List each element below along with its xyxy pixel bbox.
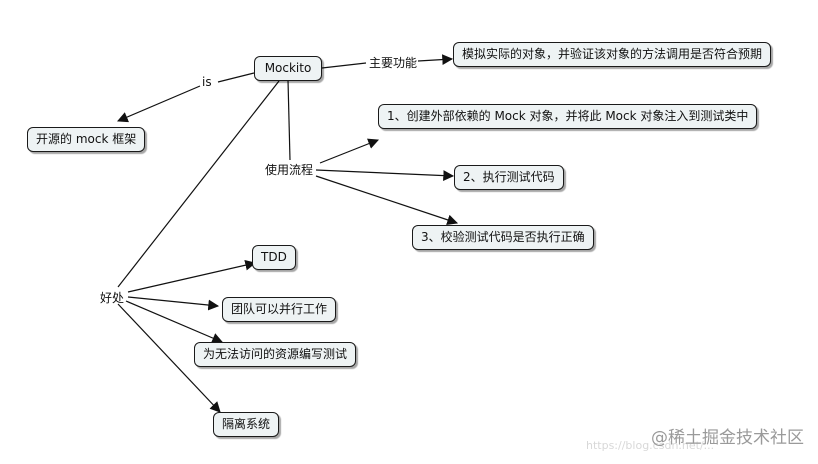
node-mockito[interactable]: Mockito <box>254 56 322 81</box>
node-step-1[interactable]: 1、创建外部依赖的 Mock 对象，并将此 Mock 对象注入到测试类中 <box>378 104 758 129</box>
node-step-2[interactable]: 2、执行测试代码 <box>454 165 564 190</box>
edge-step3 <box>315 175 459 226</box>
source-watermark: @稀土掘金技术社区 <box>651 428 804 448</box>
edge-step2 <box>315 169 455 181</box>
edge-benefits <box>117 80 280 288</box>
edge-inaccessible <box>125 300 223 344</box>
label-is: is <box>202 75 212 89</box>
node-tdd[interactable]: TDD <box>252 245 296 270</box>
edge-parallel <box>127 296 220 311</box>
label-main-function: 主要功能 <box>369 56 418 70</box>
node-step-3[interactable]: 3、校验测试代码是否执行正确 <box>412 225 594 250</box>
node-inaccessible-resources[interactable]: 为无法访问的资源编写测试 <box>194 342 357 367</box>
node-parallel-work[interactable]: 团队可以并行工作 <box>222 297 337 322</box>
edge-tdd <box>127 259 257 293</box>
node-isolation[interactable]: 隔离系统 <box>213 412 280 437</box>
label-benefits: 好处 <box>100 291 125 305</box>
edge-step1 <box>319 138 380 164</box>
edge-isolation <box>117 303 221 413</box>
node-open-source-mock-framework[interactable]: 开源的 mock 框架 <box>27 127 146 152</box>
url-watermark: https://blog.csdn.net/... <box>586 439 715 452</box>
node-main-function[interactable]: 模拟实际的对象，并验证该对象的方法调用是否符合预期 <box>453 42 772 67</box>
label-usage-flow: 使用流程 <box>265 163 314 177</box>
edge-usage-flow <box>287 79 291 161</box>
edge-main-function <box>321 59 452 68</box>
edge-is <box>118 72 255 121</box>
